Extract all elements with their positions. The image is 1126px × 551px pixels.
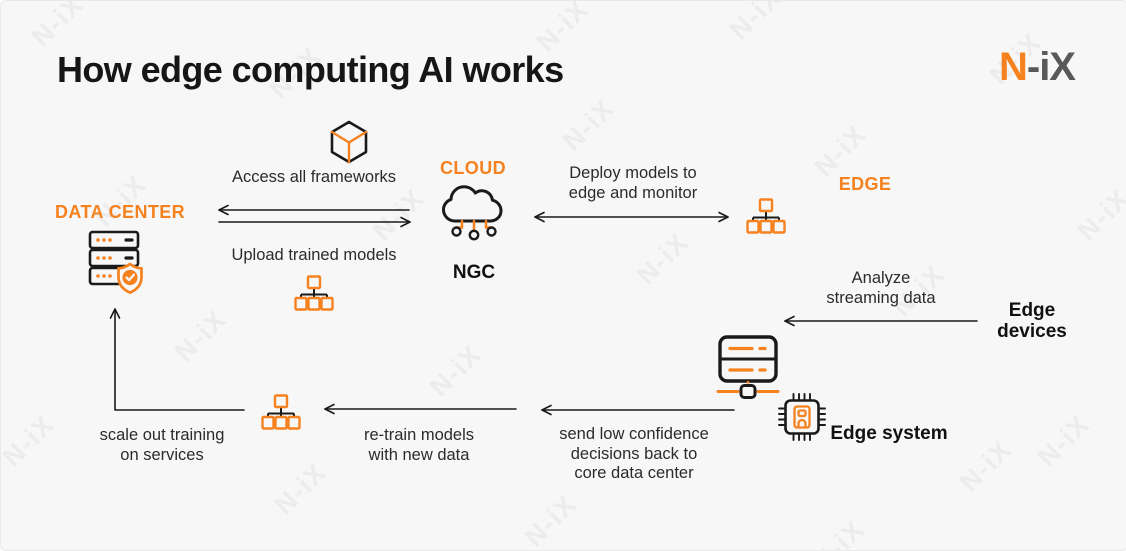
cloud-ngc-icon <box>442 185 503 241</box>
arrow-access-frameworks <box>218 204 410 216</box>
nix-logo-suffix: -iX <box>1026 45 1076 89</box>
data-center-label: DATA CENTER <box>55 202 186 222</box>
upload-models-label: Upload trained models <box>231 246 397 264</box>
access-frameworks-label: Access all frameworks <box>231 168 397 186</box>
retrain-label: re-train models with new data <box>363 426 475 464</box>
server-rack-shield-icon <box>88 230 143 294</box>
arrow-retrain <box>324 403 517 415</box>
arrow-upload-models <box>218 216 411 228</box>
send-back-label: send low confidence decisions back to co… <box>559 425 709 482</box>
arrow-send-back <box>541 404 735 416</box>
analyze-streaming-label: Analyze streaming data <box>826 269 936 307</box>
arrow-deploy-monitor <box>534 211 729 223</box>
cube-frameworks-icon <box>330 120 368 164</box>
nix-logo-n: N <box>998 45 1028 89</box>
network-tree-icon-retrain <box>261 394 301 430</box>
shield-check-icon <box>117 262 143 294</box>
edge-server-icon <box>716 335 780 399</box>
network-tree-icon-edge <box>746 198 786 234</box>
edge-label: EDGE <box>838 174 892 194</box>
nix-logo: N-iX <box>998 45 1076 90</box>
cloud-label: CLOUD <box>440 158 506 178</box>
ngc-label: NGC <box>452 262 496 283</box>
chip-icon <box>778 393 826 441</box>
page-title: How edge computing AI works <box>57 49 564 90</box>
edge-devices-label: Edge devices <box>997 300 1067 342</box>
scale-out-label: scale out training on services <box>99 426 225 464</box>
edge-system-label: Edge system <box>830 423 948 444</box>
arrow-scale-out <box>109 308 245 411</box>
network-tree-icon <box>294 275 334 311</box>
arrow-analyze-streaming <box>784 315 978 327</box>
deploy-monitor-label: Deploy models to edge and monitor <box>568 164 698 202</box>
